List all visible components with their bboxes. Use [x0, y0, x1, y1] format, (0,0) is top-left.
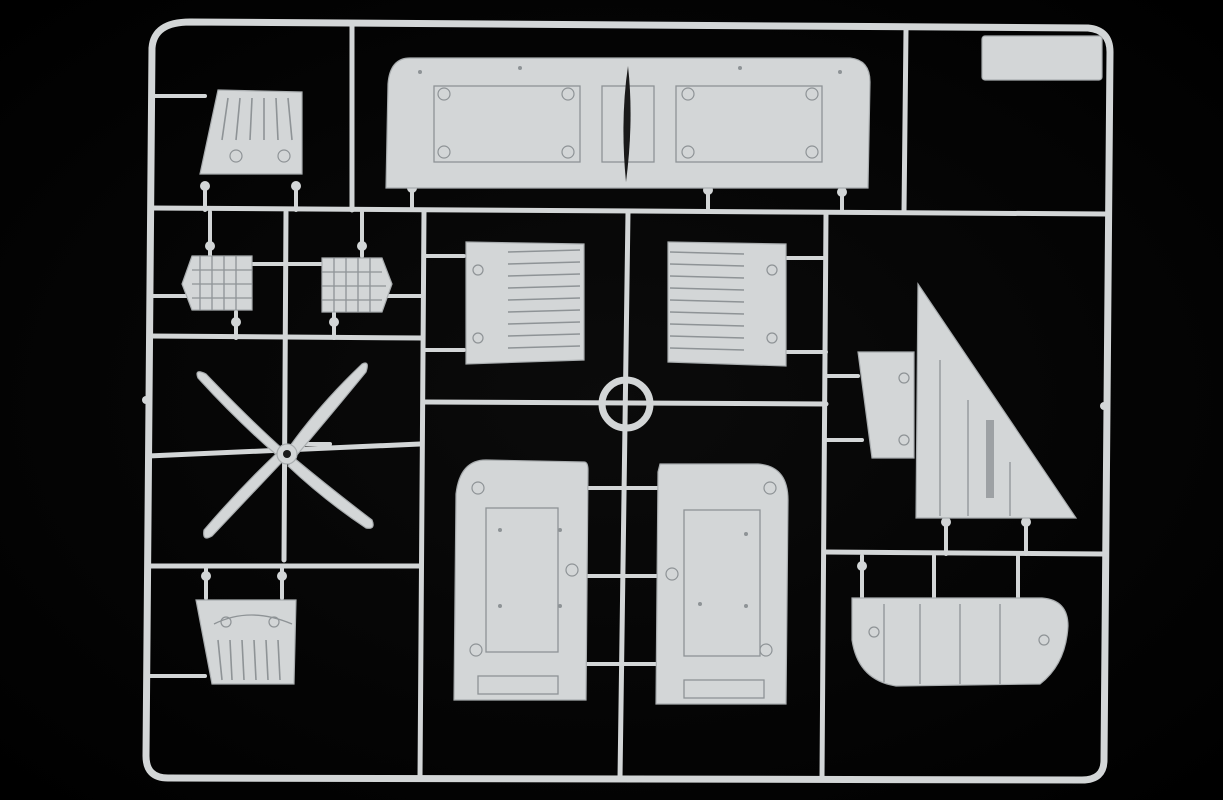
right-louver-panel	[667, 241, 787, 367]
bottom-left-grille	[195, 599, 297, 685]
rudder-part	[851, 597, 1069, 687]
right-lower-door-panel	[655, 463, 789, 705]
left-lattice-part	[181, 255, 253, 311]
sprue-gates	[142, 181, 1108, 581]
top-left-grille	[199, 89, 303, 175]
upper-wing-flap-panel	[385, 57, 871, 189]
sprue-label-tab	[981, 35, 1103, 81]
left-louver-panel	[465, 241, 585, 365]
left-lower-door-panel	[453, 459, 589, 701]
tail-fin	[857, 282, 1078, 519]
four-blade-propeller	[196, 362, 374, 539]
right-lattice-part	[321, 257, 393, 313]
